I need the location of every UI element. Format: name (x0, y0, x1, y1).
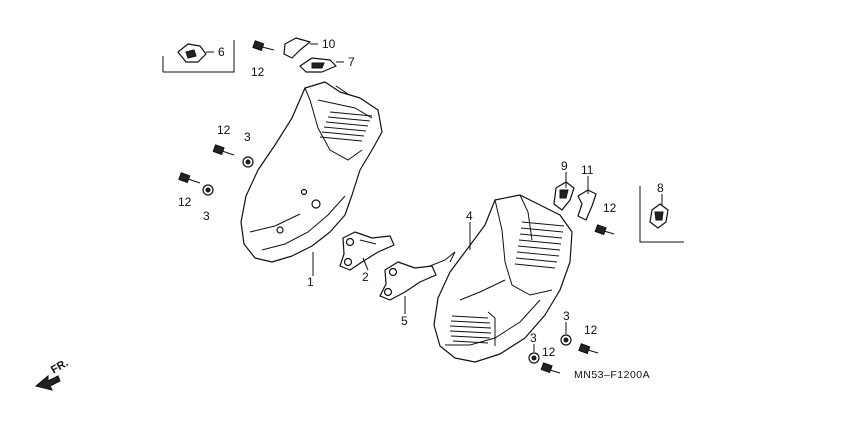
right-cover-lower-grille (449, 315, 492, 344)
callout-11: 11 (581, 163, 594, 177)
callout-3-a: 3 (244, 130, 251, 144)
front-direction-arrow (34, 374, 61, 391)
callout-12-a: 12 (251, 65, 265, 79)
bolt-part-12-d (594, 224, 615, 236)
callout-7: 7 (348, 55, 355, 69)
drawing-code: MN53–F1200A (574, 369, 650, 381)
callout-3-b: 3 (203, 209, 210, 223)
callout-12-f: 12 (542, 345, 556, 359)
callout-5: 5 (401, 314, 408, 328)
callout-3-c: 3 (563, 309, 570, 323)
callout-8: 8 (657, 181, 664, 195)
bolt-part-12-b (212, 144, 235, 156)
detail-box-6 (162, 40, 235, 73)
bolt-part-12-c (178, 172, 201, 184)
callout-9: 9 (561, 159, 568, 173)
left-cover-part-1 (240, 81, 383, 263)
callout-12-e: 12 (584, 323, 598, 337)
clip-part-6 (177, 43, 214, 63)
bracket-part-2 (339, 231, 395, 271)
callout-6: 6 (218, 45, 225, 59)
front-indicator-label: FR. (49, 357, 70, 376)
grommet-part-3-a (242, 156, 254, 168)
callout-1: 1 (307, 275, 314, 289)
grommet-part-3-b (202, 184, 214, 196)
bracket-part-11 (577, 189, 597, 221)
leader-lines (312, 172, 663, 352)
bracket-part-7 (299, 57, 344, 73)
bolt-part-12-f (540, 362, 561, 374)
callout-3-d: 3 (530, 331, 537, 345)
bracket-part-5 (379, 251, 456, 301)
callout-labels: 1 2 3 3 3 3 4 5 6 7 8 9 10 11 12 12 12 1… (178, 37, 664, 359)
bracket-part-10 (283, 37, 318, 59)
right-cover-part-4 (433, 194, 573, 363)
clip-part-8 (649, 203, 669, 229)
callout-12-d: 12 (603, 201, 617, 215)
callout-12-c: 12 (178, 195, 192, 209)
grommet-part-3-c (560, 334, 572, 346)
grommet-part-3-d (528, 352, 540, 364)
callout-2: 2 (362, 270, 369, 284)
clip-part-9 (553, 181, 575, 211)
callout-10: 10 (322, 37, 336, 51)
bolt-part-12-a (252, 40, 275, 52)
bolt-part-12-e (578, 343, 599, 355)
callout-4: 4 (466, 209, 473, 223)
left-cover-grille (319, 111, 373, 142)
right-cover-upper-grille (514, 221, 565, 269)
callout-12-b: 12 (217, 123, 231, 137)
detail-box-8 (639, 186, 684, 243)
